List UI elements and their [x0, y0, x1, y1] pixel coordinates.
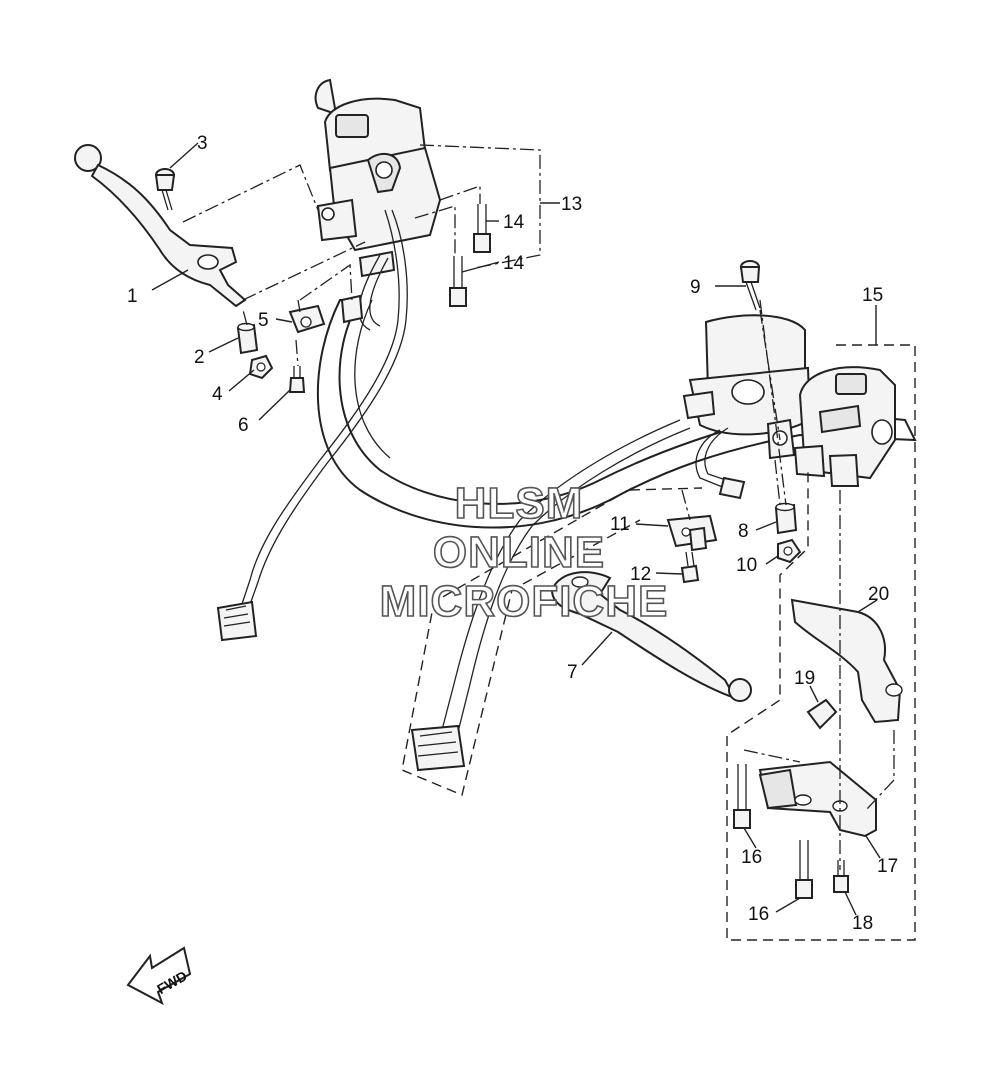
part-19-plunger	[806, 698, 838, 730]
callout-14-upper: 14	[503, 212, 525, 233]
callout-2: 2	[194, 347, 205, 368]
callout-8: 8	[738, 521, 749, 542]
part-11-brake-switch	[666, 514, 718, 552]
part-17-bracket	[758, 760, 877, 838]
fwd-arrow-icon: FWD	[126, 946, 192, 1006]
wire-group-outline	[401, 487, 703, 796]
callout-18: 18	[852, 913, 873, 934]
right-guide-lines	[681, 299, 895, 870]
callout-15: 15	[862, 285, 883, 306]
callout-16-upper: 16	[741, 847, 762, 868]
callout-5: 5	[258, 310, 269, 331]
part-10-nut	[777, 538, 802, 564]
left-wire-harness	[216, 209, 408, 642]
part-16-bolt-lower	[795, 840, 813, 899]
part-8-collar	[774, 502, 798, 535]
front-master-cylinder	[682, 314, 812, 500]
right-wire-harness	[410, 419, 691, 772]
callout-7: 7	[567, 662, 578, 683]
callout-11: 11	[610, 514, 630, 535]
part-14-screw-lower	[449, 256, 467, 307]
left-guide-lines	[182, 144, 541, 367]
part-18-screw	[833, 860, 849, 893]
callout-14-lower: 14	[503, 253, 525, 274]
part-20-lever	[790, 598, 903, 724]
part-9-bolt	[739, 260, 761, 311]
leader-lines	[151, 142, 881, 916]
callout-12: 12	[630, 564, 651, 585]
callout-10: 10	[736, 555, 757, 576]
group-15-outline	[726, 344, 916, 941]
callout-17: 17	[877, 856, 898, 877]
watermark-line-2: ONLINE	[433, 528, 605, 577]
callout-19: 19	[794, 668, 815, 689]
part-14-screw-upper	[473, 204, 491, 253]
brake-lever	[550, 571, 752, 702]
left-handlebar-switch	[316, 97, 442, 278]
clutch-lever	[74, 144, 247, 308]
part-5-switch	[288, 299, 326, 334]
watermark-line-1: HLSM	[455, 479, 584, 528]
watermark-line-3: MICROFICHE	[380, 577, 669, 626]
callout-4: 4	[212, 384, 223, 405]
callout-6: 6	[238, 415, 249, 436]
callout-13: 13	[561, 194, 582, 215]
part-3-bolt	[154, 168, 176, 211]
part-6-screw	[288, 366, 306, 393]
part-4-nut	[248, 354, 274, 380]
part-callouts: 1 3 2 4 5 6 7 8 9 10 11 12 13 14 14 15 1…	[127, 133, 898, 934]
part-2-collar	[236, 322, 259, 355]
part-12-screw	[680, 551, 700, 584]
callout-3: 3	[197, 133, 208, 154]
callout-20: 20	[868, 584, 889, 605]
watermark: HLSM ONLINE MICROFICHE	[379, 478, 669, 627]
right-handlebar-switch	[793, 366, 896, 487]
callout-1: 1	[127, 286, 138, 307]
callout-9: 9	[690, 277, 701, 298]
part-16-bolt-upper	[733, 764, 751, 829]
callout-16-lower: 16	[748, 904, 769, 925]
